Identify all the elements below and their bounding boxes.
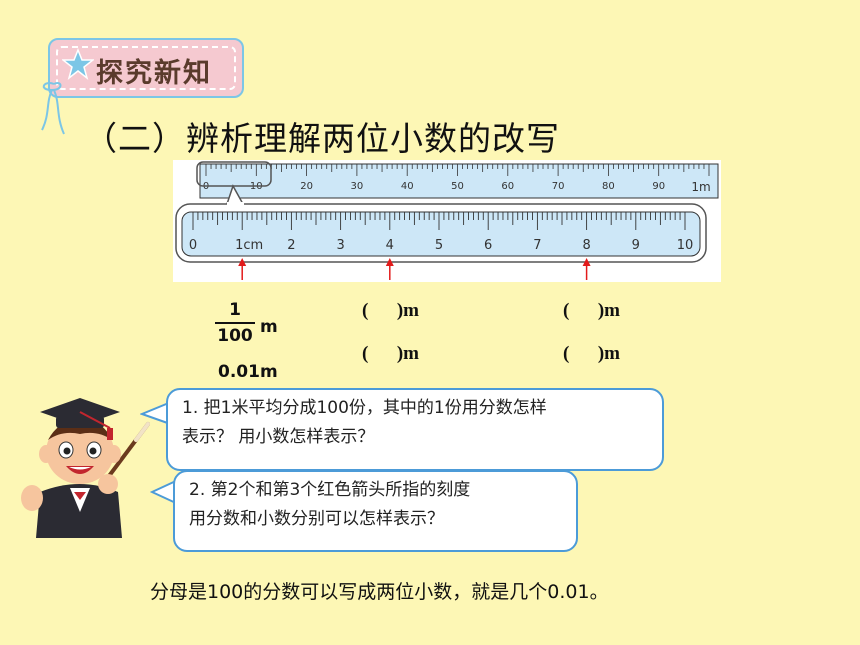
question-bubble-1: 1. 把1米平均分成100份，其中的1份用分数怎样 表示？ 用小数怎样表示？ — [166, 388, 664, 471]
section-title: （二）辨析理解两位小数的改写 — [84, 119, 560, 158]
blank-decimal-3[interactable]: ( )m — [563, 343, 620, 364]
ribbon-icon — [41, 82, 65, 135]
meter-tick-label: 80 — [602, 181, 615, 192]
fraction-bar — [215, 322, 255, 324]
badge-dashed-border — [56, 46, 236, 90]
meter-ruler-ticks — [205, 164, 710, 176]
cm-ruler-ticks — [192, 212, 686, 230]
meter-tick-label: 50 — [451, 181, 464, 192]
cm-tick-label: 7 — [533, 238, 541, 253]
zoom-highlight-box — [196, 161, 272, 187]
meter-tick-label: 60 — [501, 181, 514, 192]
cm-tick-label: 3 — [336, 238, 344, 253]
cm-tick-label: 6 — [484, 238, 492, 253]
question-1-line-1: 1. 把1米平均分成100份，其中的1份用分数怎样 — [182, 398, 547, 418]
cm-tick-label: 10 — [677, 238, 694, 253]
fraction-unit: m — [260, 317, 278, 337]
meter-tick-label: 70 — [552, 181, 565, 192]
fraction-numerator: 1 — [229, 300, 241, 320]
question-2-line-1: 2. 第2个和第3个红色箭头所指的刻度 — [189, 480, 471, 500]
fraction-denominator: 100 — [217, 326, 253, 346]
ruler-illustration: 0 10 20 30 40 50 60 70 80 90 1m 0 1cm 2 … — [173, 160, 721, 286]
cm-tick-label: 9 — [632, 238, 640, 253]
meter-ruler — [199, 163, 719, 199]
ruler-svg: 0 10 20 30 40 50 60 70 80 90 1m 0 1cm 2 … — [173, 160, 721, 282]
meter-tick-label: 20 — [300, 181, 313, 192]
blank-decimal-2[interactable]: ( )m — [362, 343, 419, 364]
red-arrows — [238, 258, 591, 280]
bubble-tail-2 — [150, 479, 179, 505]
cm-ruler — [181, 211, 701, 257]
question-bubble-2: 2. 第2个和第3个红色箭头所指的刻度 用分数和小数分别可以怎样表示？ — [173, 470, 578, 552]
red-arrow-head — [582, 258, 591, 266]
cm-tick-label: 8 — [582, 238, 590, 253]
cm-tick-label: 0 — [189, 238, 197, 253]
section-badge: 探究新知 — [48, 38, 244, 98]
cm-tick-label: 4 — [386, 238, 394, 253]
zoom-connector-mask — [227, 202, 244, 206]
cm-tick-label: 1cm — [235, 238, 263, 253]
blank-fraction-2[interactable]: ( )m — [362, 300, 419, 321]
cm-tick-label: 5 — [435, 238, 443, 253]
teacher-icon — [21, 398, 150, 538]
question-2-line-2: 用分数和小数分别可以怎样表示？ — [189, 509, 444, 529]
star-icon — [62, 48, 94, 80]
cm-tick-label: 2 — [287, 238, 295, 253]
cm-ruler-labels: 0 1cm 2 3 4 5 6 7 8 9 10 — [189, 238, 693, 253]
meter-tick-label: 90 — [652, 181, 665, 192]
question-1-line-2: 表示？ 用小数怎样表示？ — [182, 427, 375, 447]
red-arrow-head — [238, 258, 247, 266]
fraction-answer: 1 100 — [215, 300, 255, 346]
decimal-answer: 0.01m — [218, 362, 278, 382]
red-arrow-head — [385, 258, 394, 266]
blank-fraction-3[interactable]: ( )m — [563, 300, 620, 321]
summary-text: 分母是100的分数可以写成两位小数，就是几个0.01。 — [150, 581, 609, 603]
badge-title: 探究新知 — [96, 58, 212, 89]
meter-tick-label: 1m — [691, 180, 710, 194]
meter-tick-label: 40 — [401, 181, 414, 192]
meter-tick-label: 30 — [351, 181, 364, 192]
